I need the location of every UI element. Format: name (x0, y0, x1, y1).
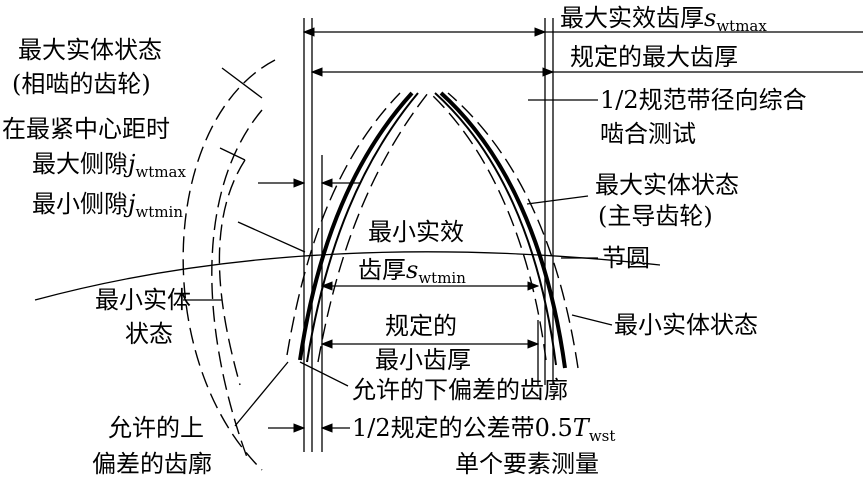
min-effective-thickness-label-line1: 最小实效 (368, 218, 464, 246)
min-backlash-label: 最小侧隙jwtmin (32, 190, 183, 221)
lmc-left-label-line2: 状态 (125, 320, 173, 348)
radial-composite-label-line1: 1/2规范带径向综合 (600, 86, 807, 114)
upper-deviation-profile-label-line1: 允许的上 (108, 414, 204, 442)
max-backlash-label: 最大侧隙jwtmax (32, 150, 186, 181)
max-effective-thickness-label: 最大实效齿厚swtmax (560, 4, 767, 35)
tolerance-band-label: 1/2规定的公差带0.5Twst (352, 414, 615, 445)
vertical-reference-lines (303, 18, 554, 452)
radial-composite-label-line2: 啮合测试 (600, 120, 696, 148)
min-thickness-label-line2: 最小齿厚 (375, 346, 471, 374)
mmc-mating-label-line2: (相啮的齿轮) (12, 70, 151, 98)
upper-deviation-profile-label-line2: 偏差的齿廓 (92, 450, 212, 478)
single-element-measurement-label: 单个要素测量 (455, 450, 599, 478)
mmc-mating-label-line1: 最大实体状态 (18, 36, 162, 64)
min-effective-thickness-label-line2: 齿厚swtmin (358, 256, 466, 287)
lmc-right-label: 最小实体状态 (614, 311, 758, 339)
tightest-center-label: 在最紧中心距时 (2, 115, 170, 143)
mmc-master-label-line2: (主导齿轮) (598, 202, 713, 230)
lower-deviation-profile-label: 允许的下偏差的齿廓 (352, 376, 568, 404)
dimension-lines (258, 27, 863, 433)
pitch-circle-label: 节圆 (602, 244, 650, 272)
mating-gear-profiles (182, 59, 276, 471)
max-thickness-label: 规定的最大齿厚 (570, 43, 738, 71)
tooth-profiles (286, 91, 579, 369)
mmc-master-label-line1: 最大实体状态 (595, 171, 739, 199)
lmc-left-label-line1: 最小实体 (95, 286, 191, 314)
pitch-circle-arc (34, 251, 661, 301)
leader-lines (183, 67, 613, 427)
min-thickness-label-line1: 规定的 (385, 312, 457, 340)
